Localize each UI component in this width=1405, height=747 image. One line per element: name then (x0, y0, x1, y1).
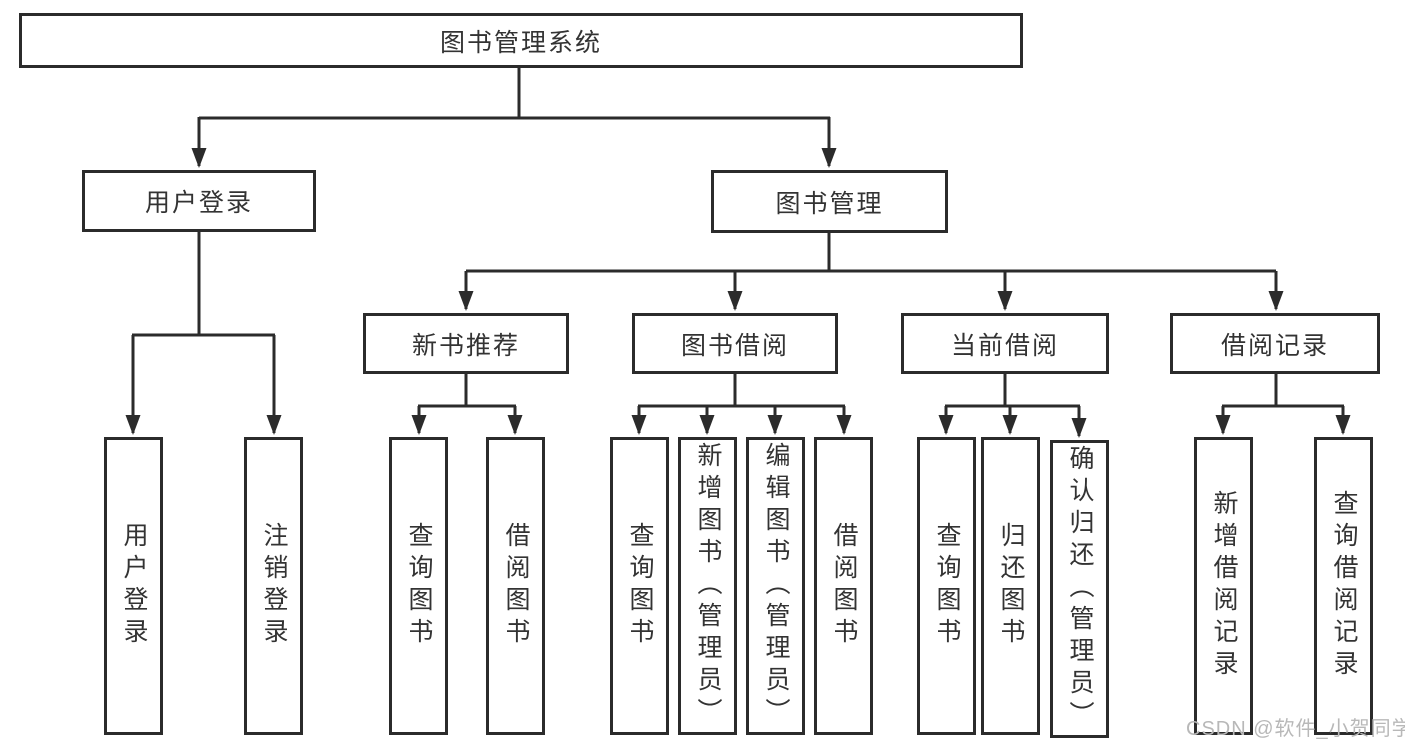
node-label: 图书管理系统 (439, 28, 602, 57)
node-query-books-1: 查询图书 (389, 437, 448, 735)
watermark: CSDN @软件_小贺同学 (1186, 718, 1405, 740)
node-label: 借阅图书 (502, 522, 530, 650)
node-label: 查询图书 (933, 522, 961, 650)
node-label: 图书管理 (775, 189, 884, 218)
node-label: 当前借阅 (950, 331, 1059, 360)
node-label: 借阅记录 (1220, 331, 1329, 360)
node-add-borrow-record: 新增借阅记录 (1194, 437, 1253, 735)
node-book-management: 图书管理 (711, 170, 948, 233)
node-query-books-3: 查询图书 (917, 437, 976, 735)
node-borrow-books-2: 借阅图书 (814, 437, 873, 735)
node-query-borrow-record: 查询借阅记录 (1314, 437, 1373, 735)
node-label: 编辑图书（管理员） (762, 442, 790, 730)
node-library-management-system: 图书管理系统 (19, 13, 1023, 68)
node-confirm-return-admin: 确认归还（管理员） (1050, 440, 1109, 738)
node-label: 新书推荐 (411, 331, 520, 360)
node-label: 查询图书 (405, 522, 433, 650)
node-new-book-recommendation: 新书推荐 (363, 313, 569, 374)
node-borrow-books-1: 借阅图书 (486, 437, 545, 735)
node-current-borrowing: 当前借阅 (901, 313, 1109, 374)
node-label: 注销登录 (260, 522, 288, 650)
node-label: 新增图书（管理员） (694, 442, 722, 730)
node-book-borrowing: 图书借阅 (632, 313, 838, 374)
node-label: 用户登录 (120, 522, 148, 650)
node-label: 图书借阅 (680, 331, 789, 360)
node-label: 确认归还（管理员） (1066, 445, 1094, 733)
node-label: 查询图书 (626, 522, 654, 650)
node-logout: 注销登录 (244, 437, 303, 735)
node-label: 新增借阅记录 (1210, 490, 1238, 682)
node-user-login-leaf: 用户登录 (104, 437, 163, 735)
node-return-books: 归还图书 (981, 437, 1040, 735)
node-user-login: 用户登录 (82, 170, 316, 232)
node-edit-books-admin: 编辑图书（管理员） (746, 437, 805, 735)
node-label: 归还图书 (997, 522, 1025, 650)
node-add-books-admin: 新增图书（管理员） (678, 437, 737, 735)
node-label: 用户登录 (144, 189, 253, 217)
node-label: 查询借阅记录 (1330, 490, 1358, 682)
node-query-books-2: 查询图书 (610, 437, 669, 735)
node-borrowing-records: 借阅记录 (1170, 313, 1380, 374)
node-label: 借阅图书 (830, 522, 858, 650)
